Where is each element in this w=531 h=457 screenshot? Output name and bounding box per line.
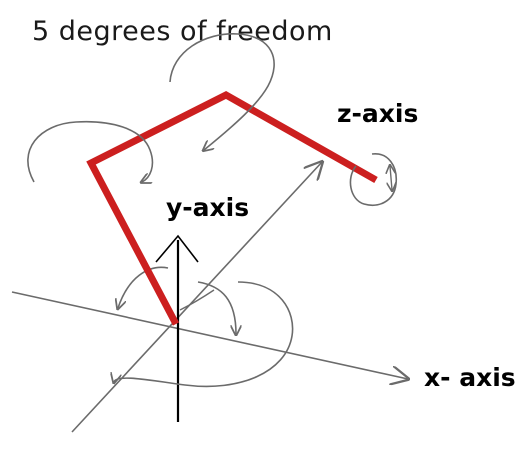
robot-arm bbox=[86, 91, 378, 326]
z-axis-line bbox=[71, 162, 322, 433]
y-axis-label: y-axis bbox=[166, 193, 249, 222]
y-axis-arrowhead bbox=[155, 234, 199, 263]
shoulder-rotation-arc-right bbox=[197, 281, 236, 334]
base-rotation-ellipse bbox=[114, 281, 294, 388]
z-axis-label: z-axis bbox=[337, 99, 418, 128]
wrist-small-arrow bbox=[390, 166, 392, 190]
x-axis-line bbox=[11, 291, 408, 379]
base-small-arc bbox=[179, 289, 215, 311]
elbow-rotation-arrow bbox=[27, 120, 154, 182]
top-joint-rotation-arrow bbox=[169, 33, 275, 150]
x-axis-label: x- axis bbox=[424, 363, 516, 392]
diagram-title: 5 degrees of freedom bbox=[32, 16, 333, 47]
wrist-rotation-arrow bbox=[349, 153, 397, 206]
shoulder-rotation-arc-left bbox=[118, 266, 169, 308]
